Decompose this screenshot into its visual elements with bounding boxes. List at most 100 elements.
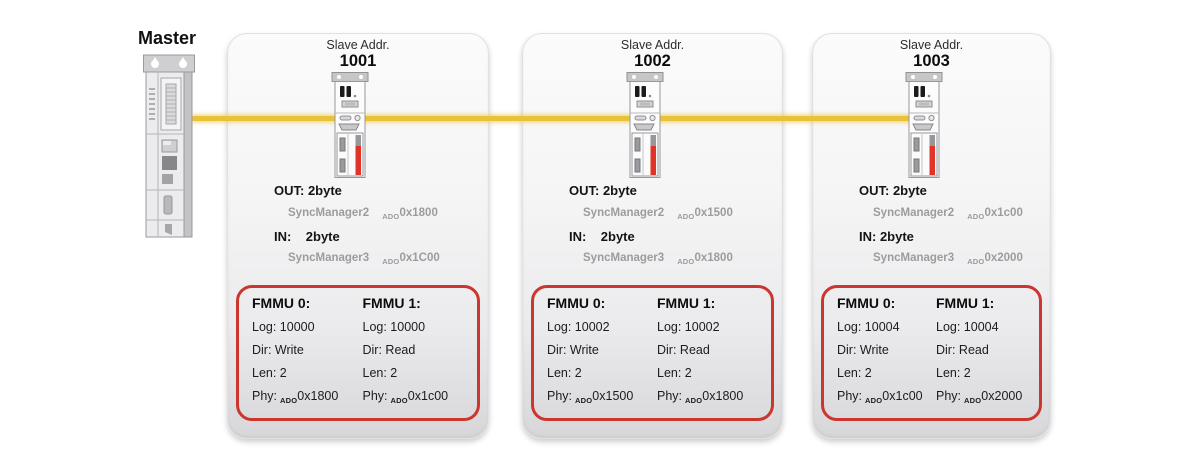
fmmu1-column: FMMU 1: Log: 10002 Dir: Read Len: 2 Phy:… xyxy=(657,295,767,418)
slave-card: Slave Addr. 1002 OUT: 2byte SyncManager2… xyxy=(522,33,783,439)
fmmu0-len: Len: 2 xyxy=(547,366,582,380)
slave-addr-value: 1003 xyxy=(913,52,950,70)
ado-subscript: ADO xyxy=(967,257,985,266)
fmmu0-phy: Phy:ADO0x1c00 xyxy=(837,389,936,405)
syncmanager3-name: SyncManager3 xyxy=(288,252,370,264)
syncmanager3-name: SyncManager3 xyxy=(583,252,665,264)
ado-subscript: ADO xyxy=(390,396,408,405)
master-device-icon xyxy=(143,54,195,238)
fmmu0-dir: Dir: Write xyxy=(547,343,599,357)
ado-subscript: ADO xyxy=(575,396,593,405)
phy-label: Phy: xyxy=(657,389,683,403)
slave-addr-label: Slave Addr. xyxy=(326,38,390,52)
ado-subscript: ADO xyxy=(382,257,400,266)
slave-card: Slave Addr. 1001 OUT: 2byte SyncManager2… xyxy=(227,33,489,439)
fmmu1-phy: Phy:ADO0x1800 xyxy=(657,389,767,405)
fmmu1-log: Log: 10000 xyxy=(362,320,426,334)
slave-device-icon xyxy=(905,72,942,178)
in-size-text: IN: 2byte xyxy=(274,229,340,244)
syncmanager2-row: SyncManager2 ADO0x1800 xyxy=(288,207,438,221)
in-size-text: IN: 2byte xyxy=(859,229,914,244)
fmmu0-log: Log: 10004 xyxy=(837,320,900,334)
syncmanager2-row: SyncManager2 ADO0x1500 xyxy=(583,207,733,221)
in-size-text: IN: 2byte xyxy=(569,229,635,244)
syncmanager2-address: 0x1500 xyxy=(694,207,733,219)
fmmu0-len: Len: 2 xyxy=(252,366,287,380)
fmmu0-log: Log: 10002 xyxy=(547,320,610,334)
phy-label: Phy: xyxy=(252,389,278,403)
ado-subscript: ADO xyxy=(685,396,703,405)
slave-card: Slave Addr. 1003 OUT: 2byte SyncManager2… xyxy=(812,33,1051,439)
slave-device-icon xyxy=(331,72,369,178)
fmmu0-title: FMMU 0: xyxy=(547,295,606,311)
fmmu1-log: Log: 10004 xyxy=(936,320,999,334)
slave-device-icon xyxy=(626,72,663,178)
phy-address: 0x1c00 xyxy=(882,389,923,403)
ado-subscript: ADO xyxy=(865,396,883,405)
out-size-text: OUT: 2byte xyxy=(859,183,927,198)
slave-addr-label: Slave Addr. xyxy=(620,38,685,52)
slave-addr-value: 1002 xyxy=(634,52,671,70)
ado-subscript: ADO xyxy=(280,396,298,405)
fmmu0-title: FMMU 0: xyxy=(252,295,311,311)
syncmanager2-address: 0x1800 xyxy=(399,207,438,219)
phy-address: 0x1500 xyxy=(592,389,634,403)
syncmanager3-row: SyncManager3 ADO0x1800 xyxy=(583,252,733,266)
phy-label: Phy: xyxy=(547,389,573,403)
fmmu0-len: Len: 2 xyxy=(837,366,872,380)
fmmu1-column: FMMU 1: Log: 10004 Dir: Read Len: 2 Phy:… xyxy=(936,295,1035,418)
fmmu-config-box: FMMU 0: Log: 10000 Dir: Write Len: 2 Phy… xyxy=(236,285,480,421)
fmmu1-len: Len: 2 xyxy=(936,366,971,380)
syncmanager2-address: 0x1c00 xyxy=(984,207,1023,219)
syncmanager3-row: SyncManager3 ADO0x1C00 xyxy=(288,252,440,266)
ethercat-bus-line xyxy=(192,116,932,121)
slave-addr-value: 1001 xyxy=(339,52,377,70)
fmmu1-log: Log: 10002 xyxy=(657,320,720,334)
phy-label: Phy: xyxy=(362,389,388,403)
fmmu1-column: FMMU 1: Log: 10000 Dir: Read Len: 2 Phy:… xyxy=(363,295,474,418)
syncmanager2-name: SyncManager2 xyxy=(288,207,370,219)
fmmu0-column: FMMU 0: Log: 10000 Dir: Write Len: 2 Phy… xyxy=(252,295,363,418)
fmmu1-phy: Phy:ADO0x1c00 xyxy=(362,389,474,405)
phy-address: 0x2000 xyxy=(981,389,1023,403)
fmmu1-title: FMMU 1: xyxy=(936,295,995,311)
phy-label: Phy: xyxy=(936,389,962,403)
syncmanager3-address: 0x2000 xyxy=(984,252,1023,264)
fmmu0-column: FMMU 0: Log: 10004 Dir: Write Len: 2 Phy… xyxy=(837,295,936,418)
ado-subscript: ADO xyxy=(967,212,985,221)
fmmu0-dir: Dir: Write xyxy=(252,343,304,357)
fmmu1-len: Len: 2 xyxy=(657,366,692,380)
phy-label: Phy: xyxy=(837,389,863,403)
fmmu1-phy: Phy:ADO0x2000 xyxy=(936,389,1035,405)
syncmanager2-row: SyncManager2 ADO0x1c00 xyxy=(873,207,1023,221)
fmmu0-phy: Phy:ADO0x1800 xyxy=(252,389,363,405)
master-label: Master xyxy=(138,28,197,48)
fmmu0-phy: Phy:ADO0x1500 xyxy=(547,389,657,405)
fmmu1-len: Len: 2 xyxy=(362,366,398,380)
ado-subscript: ADO xyxy=(677,212,695,221)
slave-addr-label: Slave Addr. xyxy=(899,38,964,52)
ado-subscript: ADO xyxy=(382,212,400,221)
fmmu-config-box: FMMU 0: Log: 10002 Dir: Write Len: 2 Phy… xyxy=(531,285,774,421)
fmmu1-dir: Dir: Read xyxy=(657,343,710,357)
ado-subscript: ADO xyxy=(677,257,695,266)
ado-subscript: ADO xyxy=(964,396,982,405)
syncmanager2-name: SyncManager2 xyxy=(873,207,955,219)
fmmu1-title: FMMU 1: xyxy=(657,295,716,311)
out-size-text: OUT: 2byte xyxy=(569,183,637,198)
fmmu1-dir: Dir: Read xyxy=(362,343,416,357)
fmmu0-title: FMMU 0: xyxy=(837,295,896,311)
fmmu1-dir: Dir: Read xyxy=(936,343,989,357)
fmmu0-log: Log: 10000 xyxy=(252,320,315,334)
phy-address: 0x1800 xyxy=(297,389,339,403)
phy-address: 0x1c00 xyxy=(407,389,449,403)
phy-address: 0x1800 xyxy=(702,389,744,403)
fmmu1-title: FMMU 1: xyxy=(362,295,421,311)
syncmanager3-address: 0x1C00 xyxy=(399,252,440,264)
fmmu0-column: FMMU 0: Log: 10002 Dir: Write Len: 2 Phy… xyxy=(547,295,657,418)
fmmu-config-box: FMMU 0: Log: 10004 Dir: Write Len: 2 Phy… xyxy=(821,285,1042,421)
syncmanager2-name: SyncManager2 xyxy=(583,207,665,219)
syncmanager3-address: 0x1800 xyxy=(694,252,733,264)
